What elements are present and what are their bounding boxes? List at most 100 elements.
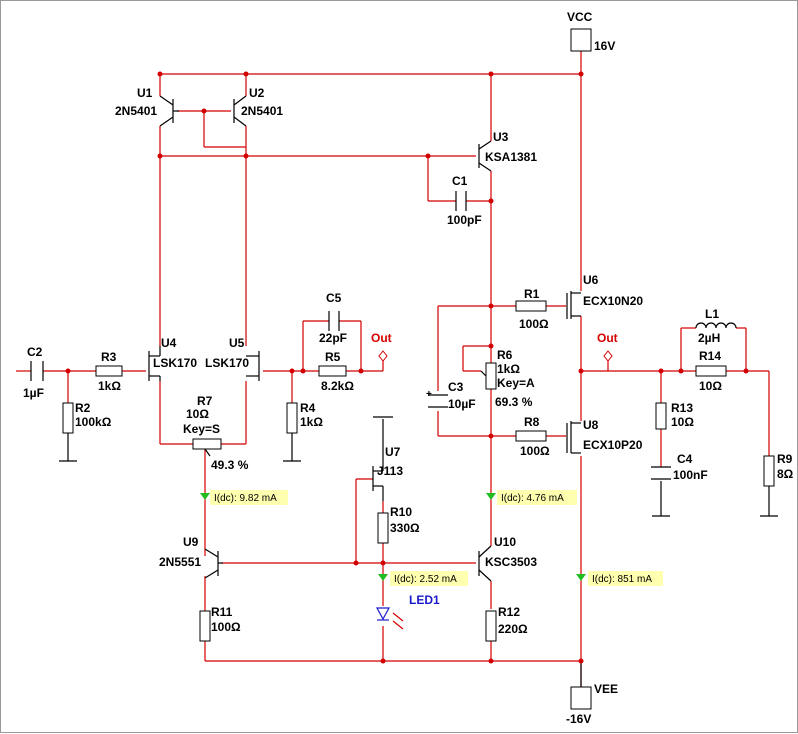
- transistor-u3: U3 KSA1381: [478, 130, 537, 172]
- resistor-r13: R13 10Ω: [655, 401, 694, 430]
- vee-value: -16V: [566, 712, 591, 726]
- transistor-u1: U1 2N5401: [115, 86, 179, 127]
- r2-ref: R2: [75, 401, 91, 415]
- r7-setting: 49.3 %: [211, 458, 249, 472]
- u4-part: LSK170: [153, 356, 197, 370]
- transistor-u10: U10 KSC3503: [478, 535, 537, 582]
- u6-ref: U6: [583, 273, 599, 287]
- resistor-r10: R10 330Ω: [377, 505, 420, 544]
- vcc-name: VCC: [567, 10, 593, 24]
- probe2-text: I(dc): 4.76 mA: [501, 493, 564, 504]
- u9-part: 2N5551: [159, 555, 201, 569]
- r12-ref: R12: [498, 605, 520, 619]
- capacitor-c4: C4 100nF: [651, 452, 708, 482]
- transistor-u5: U5 LSK170: [205, 336, 260, 381]
- r6-ref: R6: [497, 348, 513, 362]
- output-marker-1: Out: [371, 331, 392, 362]
- capacitor-c3: + C3 10µF: [426, 380, 476, 411]
- svg-text:+: +: [426, 389, 432, 400]
- resistor-r5: R5 8.2kΩ: [318, 350, 354, 393]
- u10-ref: U10: [494, 535, 516, 549]
- u7-part: J113: [377, 464, 403, 478]
- c4-ref: C4: [677, 452, 693, 466]
- r14-ref: R14: [699, 349, 721, 363]
- r7-ref: R7: [197, 394, 213, 408]
- transistor-u6: U6 ECX10N20: [566, 273, 643, 319]
- resistor-r1: R1 100Ω: [515, 287, 549, 331]
- r8-value: 100Ω: [520, 444, 550, 458]
- capacitor-c2: C2 1µF: [23, 345, 44, 400]
- u2-ref: U2: [249, 86, 265, 100]
- u1-ref: U1: [137, 86, 153, 100]
- r7-key: Key=S: [183, 422, 220, 436]
- ground-symbols: [59, 416, 778, 517]
- r8-ref: R8: [524, 415, 540, 429]
- vcc-value: 16V: [594, 39, 615, 53]
- u8-part: ECX10P20: [583, 438, 643, 452]
- u1-part: 2N5401: [115, 104, 157, 118]
- r11-value: 100Ω: [211, 620, 241, 634]
- led1-ref: LED1: [409, 593, 440, 607]
- r4-value: 1kΩ: [300, 415, 323, 429]
- potentiometer-r6: R6 1kΩ Key=A 69.3 %: [480, 348, 535, 409]
- r5-value: 8.2kΩ: [321, 379, 354, 393]
- probe3-text: I(dc): 2.52 mA: [394, 574, 457, 585]
- resistor-r9: R9 8Ω: [763, 452, 794, 487]
- wires: [16, 51, 770, 687]
- resistor-r8: R8 100Ω: [515, 415, 550, 458]
- r5-ref: R5: [325, 350, 341, 364]
- transistor-u4: U4 LSK170: [148, 336, 197, 381]
- u2-part: 2N5401: [241, 104, 283, 118]
- r13-value: 10Ω: [671, 415, 694, 429]
- resistor-r3: R3 1kΩ: [95, 350, 123, 393]
- c1-value: 100pF: [447, 213, 482, 227]
- transistor-u9: U9 2N5551: [159, 535, 223, 579]
- current-probe-2: I(dc): 4.76 mA: [486, 490, 577, 505]
- u5-part: LSK170: [205, 356, 249, 370]
- current-probe-3: I(dc): 2.52 mA: [378, 571, 468, 586]
- capacitor-c5: C5 22pF: [319, 291, 347, 345]
- r7-value: 10Ω: [186, 407, 209, 421]
- r11-ref: R11: [211, 605, 233, 619]
- current-probe-4: I(dc): 851 mA: [576, 571, 663, 586]
- transistor-u2: U2 2N5401: [233, 86, 283, 127]
- c4-value: 100nF: [673, 468, 708, 482]
- resistor-r14: R14 10Ω: [695, 349, 727, 393]
- u10-part: KSC3503: [485, 555, 537, 569]
- c1-ref: C1: [452, 174, 468, 188]
- vcc-supply: VCC 16V: [567, 10, 615, 53]
- u6-part: ECX10N20: [583, 294, 643, 308]
- capacitor-c1: C1 100pF: [447, 174, 482, 227]
- c5-ref: C5: [326, 291, 342, 305]
- u3-ref: U3: [493, 130, 509, 144]
- output-marker-2: Out: [597, 331, 618, 362]
- vee-name: VEE: [594, 682, 618, 696]
- junction-dots: [65, 71, 749, 664]
- u8-ref: U8: [583, 418, 599, 432]
- current-probe-1: I(dc): 9.82 mA: [200, 490, 288, 505]
- r3-value: 1kΩ: [98, 379, 121, 393]
- c3-ref: C3: [448, 380, 464, 394]
- r9-ref: R9: [777, 452, 793, 466]
- r4-ref: R4: [300, 401, 316, 415]
- probe1-text: I(dc): 9.82 mA: [214, 493, 277, 504]
- r9-value: 8Ω: [777, 467, 794, 481]
- r10-value: 330Ω: [390, 521, 420, 535]
- c2-ref: C2: [27, 345, 43, 359]
- r1-ref: R1: [524, 287, 540, 301]
- resistor-r11: R11 100Ω: [199, 605, 241, 642]
- r1-value: 100Ω: [519, 317, 549, 331]
- transistor-u7: U7 J113: [372, 445, 403, 501]
- r12-value: 220Ω: [498, 622, 528, 636]
- l1-ref: L1: [705, 307, 719, 321]
- u5-ref: U5: [229, 336, 245, 350]
- probe4-text: I(dc): 851 mA: [592, 574, 652, 585]
- transistor-u8: U8 ECX10P20: [566, 418, 643, 454]
- out2-label: Out: [597, 331, 618, 345]
- u7-ref: U7: [385, 445, 401, 459]
- c5-value: 22pF: [319, 331, 347, 345]
- r14-value: 10Ω: [699, 379, 722, 393]
- r6-value: 1kΩ: [497, 362, 520, 376]
